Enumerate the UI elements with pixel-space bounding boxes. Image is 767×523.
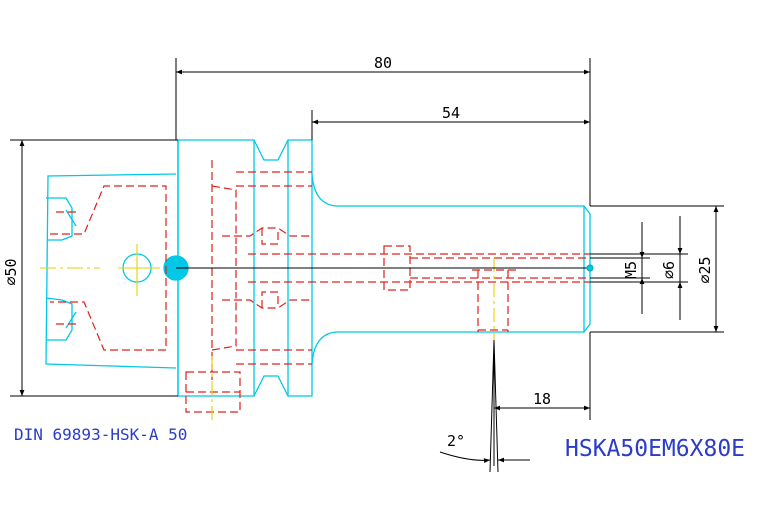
dim-taper-angle: 2°	[447, 432, 465, 450]
standard-label: DIN 69893-HSK-A 50	[14, 425, 187, 444]
center-lines	[40, 244, 495, 422]
dim-thread: M5	[622, 261, 640, 279]
dimension-lines	[10, 58, 724, 473]
dim-overall-length: 80	[374, 54, 392, 72]
part-code-label: HSKA50EM6X80E	[565, 436, 745, 462]
dim-shank-length: 54	[442, 104, 460, 122]
dim-shank-diameter: ⌀25	[696, 256, 714, 283]
dim-flange-diameter: ⌀50	[2, 258, 20, 285]
dim-bore-diameter: ⌀6	[660, 261, 678, 279]
dim-side-hole-offset: 18	[533, 390, 551, 408]
hidden-lines	[50, 160, 590, 413]
bore-end-mark	[586, 264, 594, 272]
